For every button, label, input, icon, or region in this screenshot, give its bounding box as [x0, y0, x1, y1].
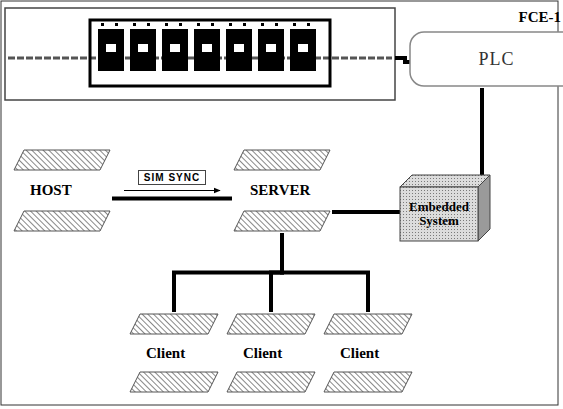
connector-line: [282, 233, 368, 312]
server-computer: SERVER: [232, 148, 332, 233]
client-computer: Client: [322, 312, 414, 394]
connector-line: [332, 210, 400, 214]
node-label: PLC: [398, 30, 563, 88]
embedded-system-cube: Embedded System: [400, 175, 490, 241]
node-label: SERVER: [250, 182, 310, 199]
machine-row: [98, 23, 316, 71]
connector-line: [112, 197, 232, 201]
connector-line: [174, 233, 282, 312]
connector-line: [480, 88, 484, 175]
node-label: HOST: [30, 182, 72, 199]
plc-box: FCE-1PLC: [398, 6, 563, 88]
client-computer: Client: [128, 312, 220, 394]
link-label: SIM SYNC: [138, 170, 206, 185]
process-line-illustration: [5, 8, 412, 100]
client-computer: Client: [225, 312, 317, 394]
node-label: Embedded System: [405, 200, 473, 229]
node-label: Client: [243, 345, 282, 362]
sync-arrow: [124, 190, 220, 191]
host-computer: HOST: [12, 148, 112, 233]
node-heading: FCE-1: [519, 6, 563, 30]
node-label: Client: [340, 345, 379, 362]
node-label: Client: [146, 345, 185, 362]
